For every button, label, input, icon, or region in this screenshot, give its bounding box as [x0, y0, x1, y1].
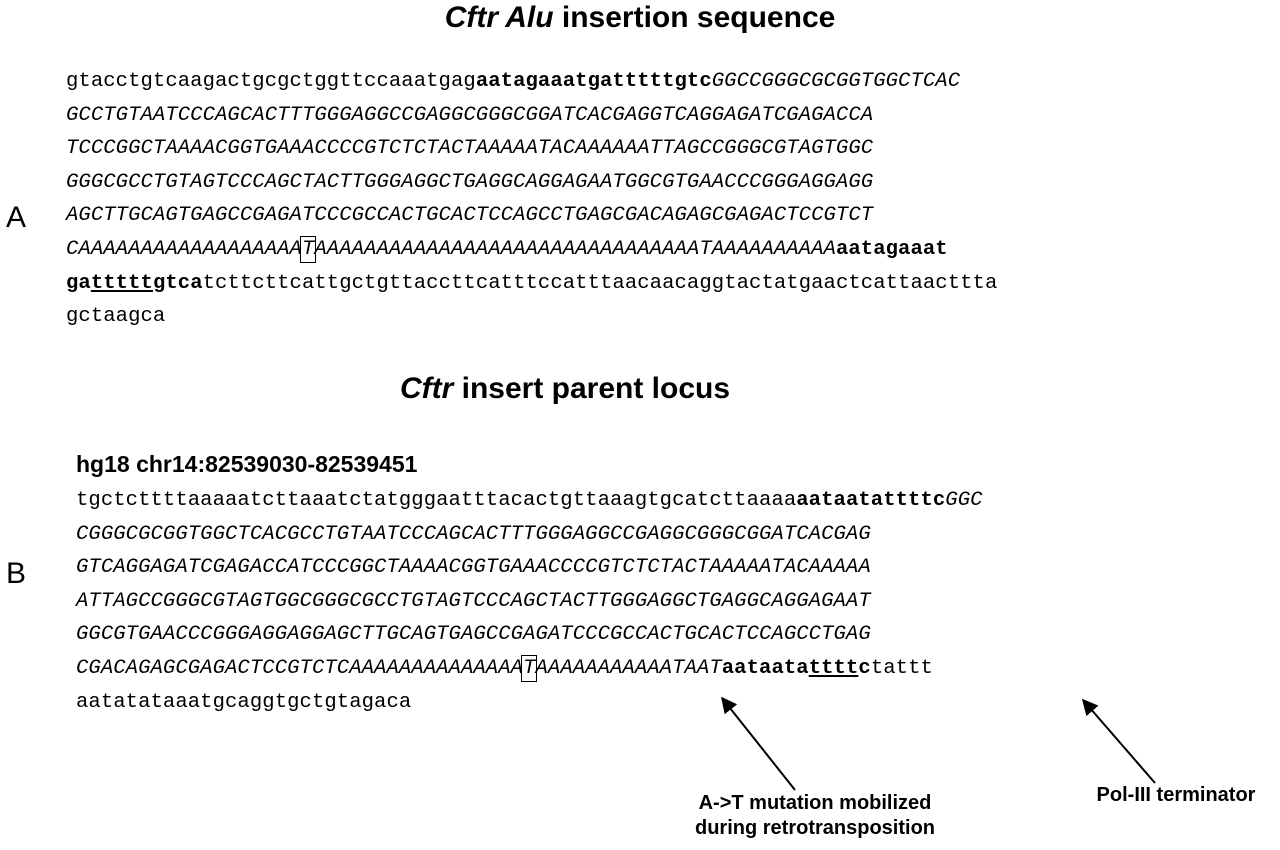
target-site-duplication: c	[858, 656, 871, 680]
sequence-line: aatatataaatgcaggtgctgtagaca	[76, 686, 983, 720]
panel-b-sequence: tgctcttttaaaaatcttaaatctatgggaatttacactg…	[76, 484, 983, 719]
panel-a-title-rest: insertion sequence	[553, 1, 836, 34]
panel-a-title: Cftr Alu insertion sequence	[0, 0, 1280, 36]
mutation-arrow	[721, 696, 796, 791]
target-site-duplication: ga	[66, 271, 91, 295]
flanking-sequence: tgctcttttaaaaatcttaaatctatgggaatttacactg…	[76, 489, 797, 512]
terminator-arrow	[1081, 698, 1156, 784]
alu-element: ATTAGCCGGGCGTAGTGGCGGGCGCCTGTAGTCCCAGCTA…	[76, 589, 871, 613]
alu-element: AAAAAAAAAAAAAAAAAAAAAAAAAAAAAAATAAAAAAAA…	[314, 237, 836, 261]
sequence-line: ATTAGCCGGGCGTAGTGGCGGGCGCCTGTAGTCCCAGCTA…	[76, 585, 983, 619]
flanking-sequence: gtacctgtcaagactgcgctggttccaaatgag	[66, 70, 476, 93]
alu-element: TCCCGGCTAAAACGGTGAAACCCCGTCTCTACTAAAAATA…	[66, 137, 874, 161]
alu-element: GTCAGGAGATCGAGACCATCCCGGCTAAAACGGTGAAACC…	[76, 556, 871, 580]
mutated-base: T	[299, 235, 317, 263]
sequence-line: TCCCGGCTAAAACGGTGAAACCCCGTCTCTACTAAAAATA…	[66, 132, 997, 166]
sequence-line: CGGGCGCGGTGGCTCACGCCTGTAATCCCAGCACTTTGGG…	[76, 518, 983, 552]
sequence-line: GGCGTGAACCCGGGAGGAGGAGCTTGCAGTGAGCCGAGAT…	[76, 618, 983, 652]
mutation-annotation: A->T mutation mobilized during retrotran…	[660, 791, 970, 841]
panel-a-title-italic: Cftr Alu	[444, 1, 554, 34]
alu-element: GCCTGTAATCCCAGCACTTTGGGAGGCCGAGGCGGGCGGA…	[66, 103, 874, 127]
panel-a-sequence: gtacctgtcaagactgcgctggttccaaatgagaatagaa…	[66, 65, 997, 334]
alu-element: CAAAAAAAAAAAAAAAAAA	[66, 237, 302, 261]
alu-element: CGGGCGCGGTGGCTCACGCCTGTAATCCCAGCACTTTGGG…	[76, 522, 871, 546]
target-site-duplication: aataata	[721, 656, 809, 680]
sequence-line: GGGCGCCTGTAGTCCCAGCTACTTGGGAGGCTGAGGCAGG…	[66, 166, 997, 200]
flanking-sequence: aatatataaatgcaggtgctgtagaca	[76, 690, 412, 714]
alu-element: AGCTTGCAGTGAGCCGAGATCCCGCCACTGCACTCCAGCC…	[66, 204, 874, 228]
alu-element: GGCGTGAACCCGGGAGGAGGAGCTTGCAGTGAGCCGAGAT…	[76, 623, 871, 647]
alu-element: CGACAGAGCGAGACTCCGTCTCAAAAAAAAAAAAAA	[76, 656, 524, 680]
sequence-line: GTCAGGAGATCGAGACCATCCCGGCTAAAACGGTGAAACC…	[76, 551, 983, 585]
alu-element: GGC	[945, 489, 983, 512]
sequence-line: gatttttgtcatcttcttcattgctgttaccttcatttcc…	[66, 267, 997, 301]
panel-b-title-rest: insert parent locus	[453, 372, 731, 405]
sequence-line: gtacctgtcaagactgcgctggttccaaatgagaatagaa…	[66, 65, 997, 99]
polyT-stretch: tttt	[808, 656, 859, 680]
target-site-duplication: gtca	[152, 271, 203, 295]
terminator-annotation: Pol-III terminator	[1096, 784, 1256, 806]
sequence-line: tgctcttttaaaaatcttaaatctatgggaatttacactg…	[76, 484, 983, 518]
mutation-annotation-line1: A->T mutation mobilized	[698, 792, 932, 814]
target-site-duplication: aatagaaatgatttttgtc	[475, 70, 712, 93]
panel-b-label: B	[6, 557, 27, 590]
sequence-line: AGCTTGCAGTGAGCCGAGATCCCGCCACTGCACTCCAGCC…	[66, 199, 997, 233]
panel-b-title-italic: Cftr	[399, 372, 454, 405]
polyT-stretch: ttttt	[90, 271, 153, 295]
alu-element: GGGCGCCTGTAGTCCCAGCTACTTGGGAGGCTGAGGCAGG…	[66, 170, 874, 194]
target-site-duplication: aataatattttc	[796, 489, 946, 512]
sequence-line: CGACAGAGCGAGACTCCGTCTCAAAAAAAAAAAAAATAAA…	[76, 652, 983, 686]
panel-b-title: Cftr insert parent locus	[0, 371, 1205, 407]
alu-element: GGCCGGGCGCGGTGGCTCAC	[711, 70, 961, 93]
sequence-line: GCCTGTAATCCCAGCACTTTGGGAGGCCGAGGCGGGCGGA…	[66, 99, 997, 133]
mutation-annotation-line2: during retrotransposition	[695, 817, 935, 839]
flanking-sequence: gctaagca	[66, 305, 166, 329]
alu-element: AAAAAAAAAAATAAT	[535, 656, 722, 680]
sequence-line: gctaagca	[66, 300, 997, 334]
flanking-sequence: tcttcttcattgctgttaccttcatttccatttaacaaca…	[202, 271, 998, 295]
target-site-duplication: aatagaaat	[835, 237, 948, 261]
sequence-line: CAAAAAAAAAAAAAAAAAATAAAAAAAAAAAAAAAAAAAA…	[66, 233, 997, 267]
panel-b-coordinates: hg18 chr14:82539030-82539451	[76, 451, 418, 477]
mutated-base: T	[520, 654, 538, 682]
flanking-sequence: tattt	[870, 656, 933, 680]
panel-a-label: A	[6, 201, 27, 234]
